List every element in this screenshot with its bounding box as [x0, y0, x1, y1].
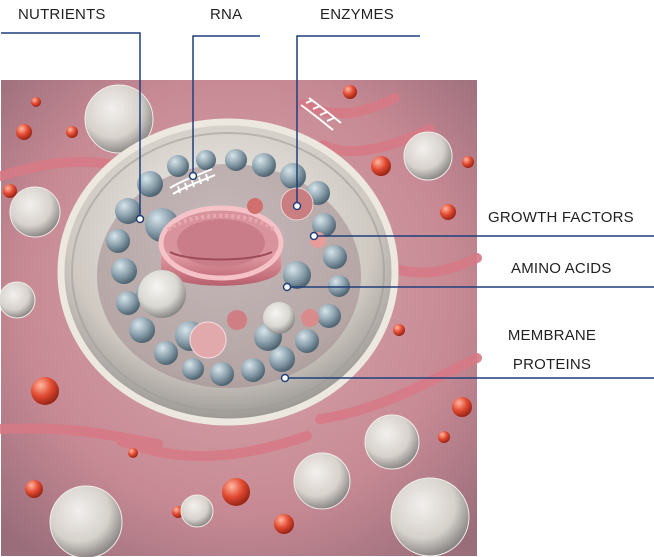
growth-factors-label: GROWTH FACTORS — [488, 209, 634, 226]
fuzzy-particles — [0, 84, 470, 557]
membrane-proteins-label: MEMBRANE PROTEINS — [507, 327, 597, 373]
leader-lines — [1, 32, 654, 379]
rna-leader-line — [192, 35, 260, 175]
amino-acids-label: AMINO ACIDS — [511, 260, 612, 277]
enzymes-label: ENZYMES — [320, 6, 394, 23]
nutrients-label: NUTRIENTS — [18, 6, 106, 23]
background-particles — [3, 85, 474, 534]
enzymes-leader-line — [296, 35, 420, 205]
leader-dots — [135, 171, 319, 383]
nutrients-leader-line — [1, 32, 141, 218]
inner-membrane-cylinder — [158, 205, 284, 286]
background-dna-strand-icon — [300, 97, 342, 131]
rna-label: RNA — [210, 6, 243, 23]
